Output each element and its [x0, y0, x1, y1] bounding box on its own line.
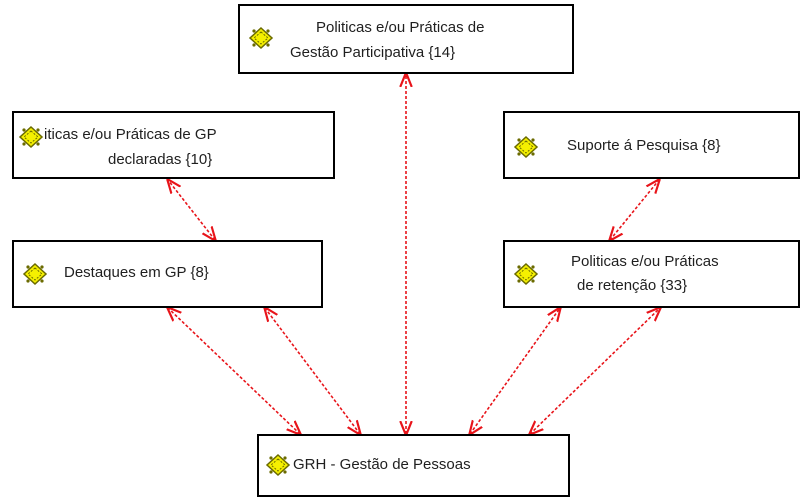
edge-grh-destaques-right	[265, 308, 360, 434]
node-label: GRH - Gestão de Pessoas	[293, 456, 471, 473]
edge-destaques-declaradas	[168, 180, 215, 240]
node-label: Suporte á Pesquisa {8}	[567, 137, 721, 154]
node-label-line1: iticas e/ou Práticas de GP	[44, 126, 217, 143]
network-node-icon	[265, 453, 291, 477]
node-gestao-participativa[interactable]: Politicas e/ou Práticas de Gestão Partic…	[238, 4, 574, 74]
node-suporte-pesquisa[interactable]: Suporte á Pesquisa {8}	[503, 111, 800, 179]
node-label-line2: declaradas {10}	[108, 151, 213, 168]
node-label-line2: de retenção {33}	[577, 277, 688, 294]
node-declaradas[interactable]: iticas e/ou Práticas de GP declaradas {1…	[12, 111, 335, 179]
node-label-line1: Politicas e/ou Práticas de	[316, 19, 485, 36]
node-label: Destaques em GP {8}	[64, 264, 209, 281]
node-label-line1: Politicas e/ou Práticas	[571, 253, 719, 270]
edge-grh-destaques-left	[168, 308, 300, 434]
network-node-icon	[18, 125, 44, 149]
edge-retencao-suporte	[610, 180, 659, 240]
node-label-line2: Gestão Participativa {14}	[290, 44, 456, 61]
edge-grh-retencao-left	[470, 308, 560, 434]
network-node-icon	[513, 135, 539, 159]
node-destaques[interactable]: Destaques em GP {8}	[12, 240, 323, 308]
network-node-icon	[248, 26, 274, 50]
node-grh[interactable]: GRH - Gestão de Pessoas	[257, 434, 570, 497]
network-node-icon	[513, 262, 539, 286]
network-node-icon	[22, 262, 48, 286]
edge-grh-retencao-right	[530, 308, 660, 434]
node-retencao[interactable]: Politicas e/ou Práticas de retenção {33}	[503, 240, 800, 308]
